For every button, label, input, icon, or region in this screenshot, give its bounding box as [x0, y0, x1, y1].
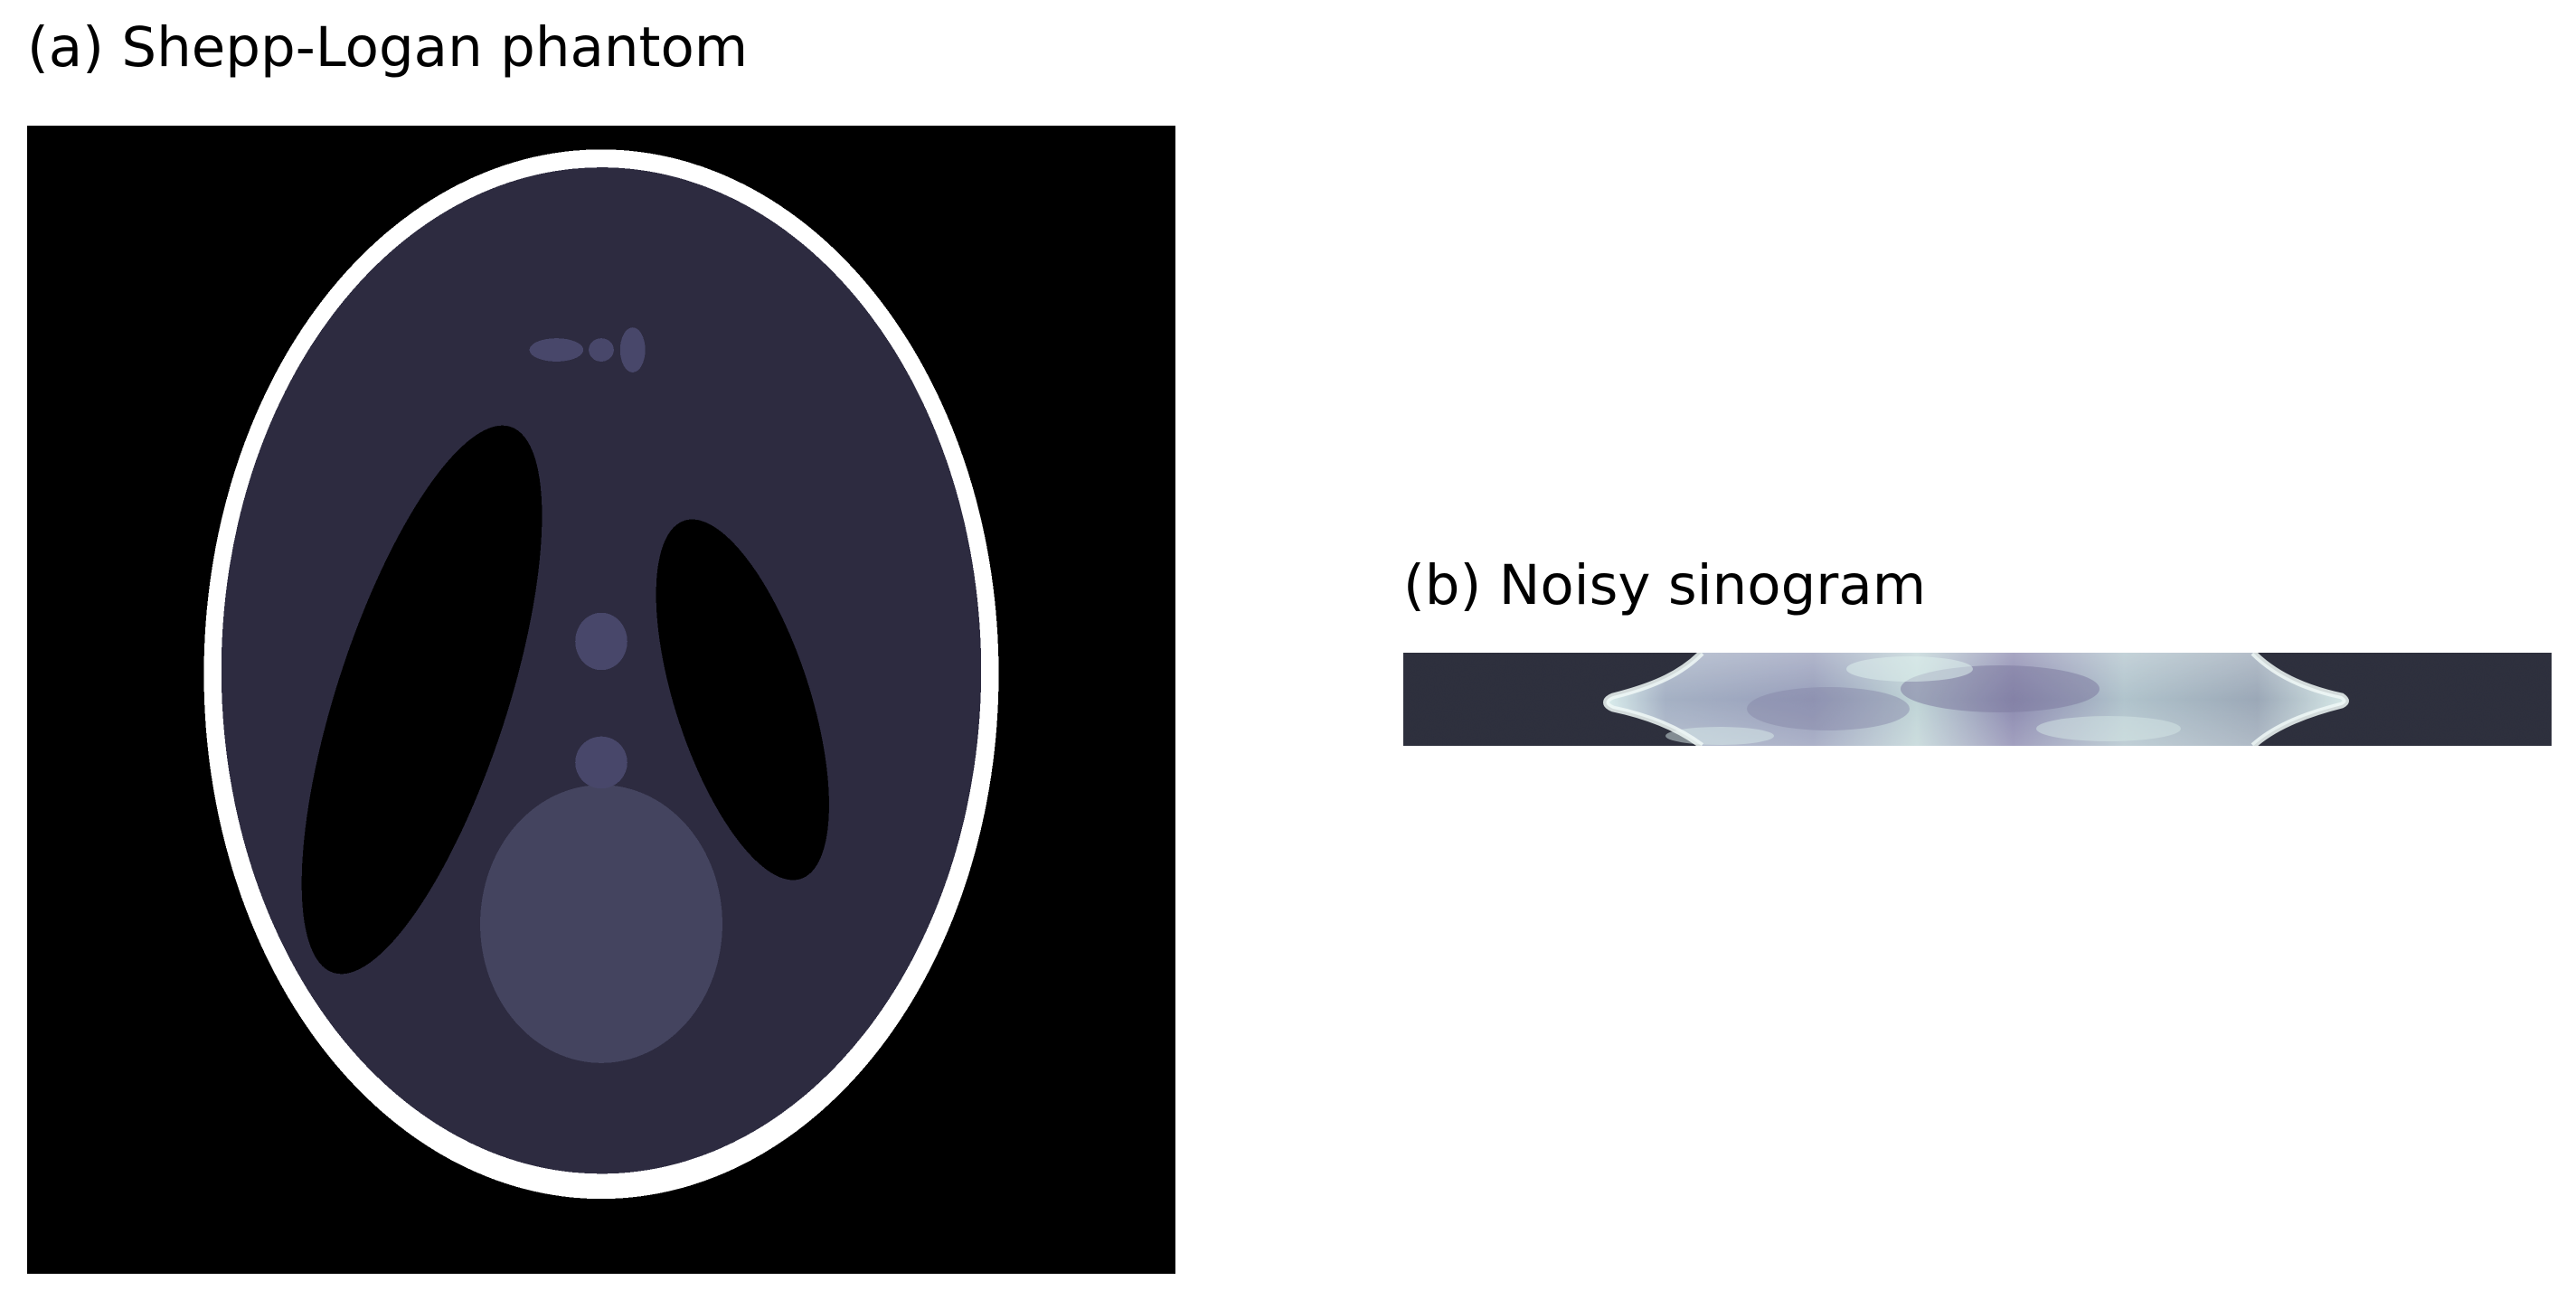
panel-a-title: (a) Shepp-Logan phantom [27, 15, 749, 80]
top-feature-center [589, 338, 614, 362]
upper-round-feature [575, 612, 627, 671]
brain-tissue [221, 167, 982, 1174]
middle-round-feature [575, 736, 627, 789]
top-feature-right [619, 327, 646, 372]
central-lesion [480, 785, 722, 1063]
noisy-sinogram-image [1403, 653, 2552, 746]
left-ventricle [301, 425, 543, 975]
panel-b-title: (b) Noisy sinogram [1403, 553, 1927, 617]
right-ventricle [656, 519, 829, 881]
top-feature-left [529, 338, 584, 362]
shepp-logan-phantom-image [27, 126, 1175, 1274]
